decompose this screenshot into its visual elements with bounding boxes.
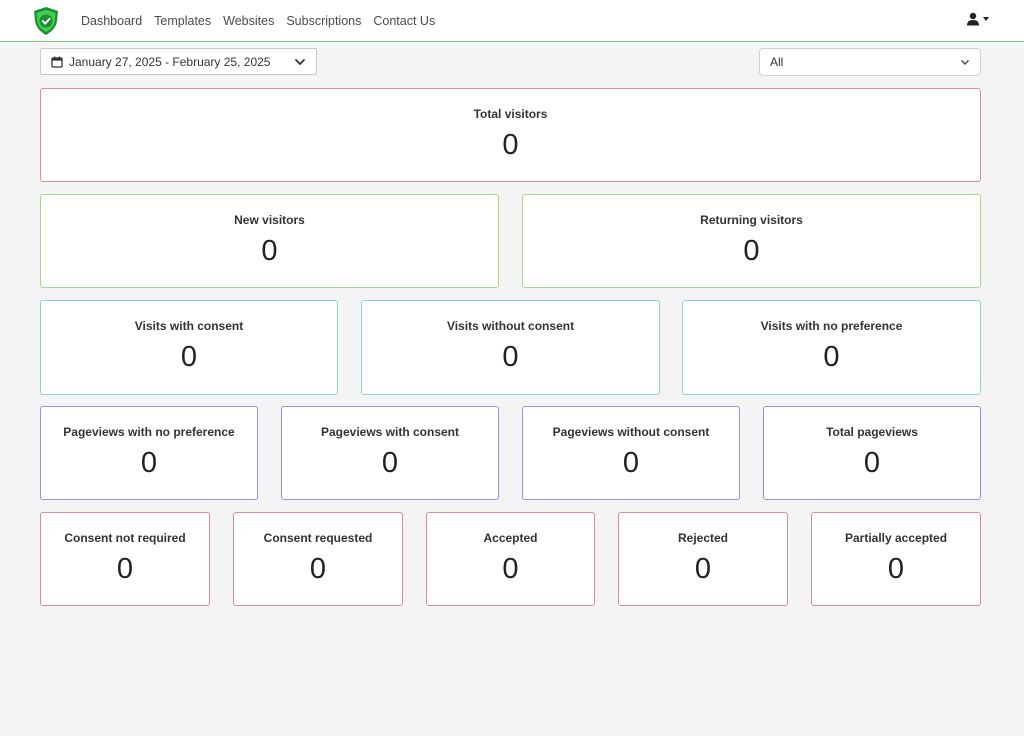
stat-card-rejected: Rejected 0 <box>618 512 788 606</box>
stat-label: Pageviews with no preference <box>63 425 235 439</box>
stat-value: 0 <box>694 553 712 585</box>
stat-label: Visits with no preference <box>760 319 903 333</box>
stat-card-visits-without-consent: Visits without consent 0 <box>361 300 660 395</box>
chevron-down-icon <box>294 58 306 66</box>
stat-card-new-visitors: New visitors 0 <box>40 194 499 288</box>
stat-value: 0 <box>502 553 519 585</box>
stat-card-total-visitors: Total visitors 0 <box>40 88 981 182</box>
stat-value: 0 <box>502 129 519 161</box>
stat-label: Returning visitors <box>700 213 803 227</box>
stat-label: Visits without consent <box>446 319 575 333</box>
calendar-icon <box>51 56 63 68</box>
website-select-value: All <box>770 55 784 69</box>
stat-label: Partially accepted <box>844 531 948 545</box>
website-select[interactable]: All <box>759 48 981 76</box>
navbar: Dashboard Templates Websites Subscriptio… <box>0 0 1024 42</box>
shield-check-logo-icon[interactable] <box>31 6 61 36</box>
stat-card-pageviews-without-consent: Pageviews without consent 0 <box>522 406 740 500</box>
stat-value: 0 <box>887 553 905 585</box>
stat-card-pageviews-with-consent: Pageviews with consent 0 <box>281 406 499 500</box>
stat-value: 0 <box>863 447 881 479</box>
stat-value: 0 <box>823 341 840 373</box>
stat-label: Pageviews with consent <box>320 425 460 439</box>
stat-value: 0 <box>309 553 327 585</box>
stat-value: 0 <box>743 235 760 267</box>
stat-label: Visits with consent <box>134 319 244 333</box>
stat-value: 0 <box>622 447 640 479</box>
date-range-picker[interactable]: January 27, 2025 - February 25, 2025 <box>40 48 317 75</box>
user-icon <box>966 12 980 26</box>
stat-card-total-pageviews: Total pageviews 0 <box>763 406 981 500</box>
nav-link-websites[interactable]: Websites <box>223 13 275 28</box>
stat-label: Accepted <box>483 531 538 545</box>
stat-label: Total pageviews <box>826 425 918 439</box>
stat-card-consent-requested: Consent requested 0 <box>233 512 403 606</box>
stat-label: Pageviews without consent <box>552 425 710 439</box>
chevron-down-icon <box>960 59 970 66</box>
stat-label: Consent not required <box>64 531 186 545</box>
stat-card-returning-visitors: Returning visitors 0 <box>522 194 981 288</box>
stat-value: 0 <box>180 341 198 373</box>
stat-card-visits-with-consent: Visits with consent 0 <box>40 300 338 395</box>
stat-value: 0 <box>502 341 519 373</box>
stat-card-pageviews-no-preference: Pageviews with no preference 0 <box>40 406 258 500</box>
date-range-text: January 27, 2025 - February 25, 2025 <box>69 54 271 69</box>
stat-label: Rejected <box>677 531 729 545</box>
stat-value: 0 <box>261 235 278 267</box>
stat-value: 0 <box>381 447 399 479</box>
main-nav: Dashboard Templates Websites Subscriptio… <box>81 0 435 41</box>
stat-value: 0 <box>140 447 158 479</box>
stat-card-partially-accepted: Partially accepted 0 <box>811 512 981 606</box>
stat-label: Consent requested <box>263 531 373 545</box>
nav-link-contact-us[interactable]: Contact Us <box>373 13 436 28</box>
stat-value: 0 <box>116 553 134 585</box>
nav-link-dashboard[interactable]: Dashboard <box>81 13 143 28</box>
stat-label: Total visitors <box>473 107 548 121</box>
nav-link-templates[interactable]: Templates <box>154 13 212 28</box>
stat-card-consent-not-required: Consent not required 0 <box>40 512 210 606</box>
caret-down-icon <box>983 17 989 21</box>
nav-link-subscriptions[interactable]: Subscriptions <box>286 13 362 28</box>
user-menu-button[interactable] <box>966 12 989 26</box>
stat-label: New visitors <box>234 213 305 227</box>
stat-card-accepted: Accepted 0 <box>426 512 595 606</box>
stat-card-visits-no-preference: Visits with no preference 0 <box>682 300 981 395</box>
